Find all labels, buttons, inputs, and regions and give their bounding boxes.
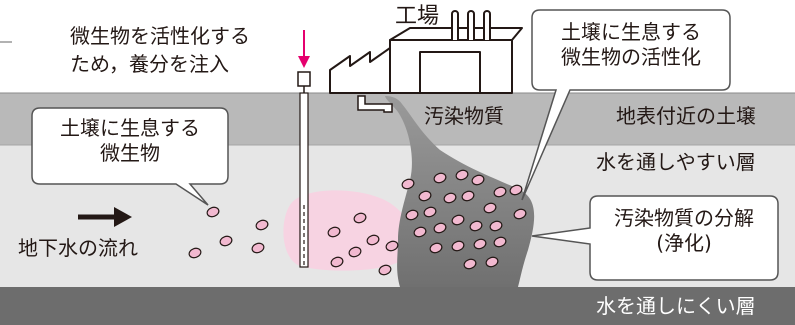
activated-zone	[283, 190, 412, 271]
callout-decomposition-text: 汚染物質の分解 (浄化)	[614, 206, 754, 255]
callout-soil-microbes-text: 土壌に生息する 微生物	[60, 116, 200, 165]
flow-arrow	[78, 207, 132, 227]
callout-soil-microbes-shape	[31, 107, 229, 206]
factory-label: 工場	[395, 4, 440, 29]
contaminant-label: 汚染物質	[424, 104, 504, 128]
discharge-pipe	[357, 95, 393, 113]
injection-label-line1: 微生物を活性化する	[70, 24, 250, 48]
permeable-layer-label: 水を通しやすい層	[596, 150, 756, 174]
injection-label-line2: ため，養分を注入	[70, 52, 229, 76]
callout-activated-shape	[521, 9, 731, 201]
surface-soil-label: 地表付近の土壌	[616, 104, 756, 128]
impermeable-layer	[0, 287, 795, 325]
injection-well	[297, 71, 311, 268]
injection-arrow	[298, 30, 310, 68]
microbes	[188, 169, 527, 276]
factory-icon	[329, 10, 523, 94]
groundwater-flow-label: 地下水の流れ	[18, 236, 138, 260]
callout-decomposition-shape	[531, 195, 779, 281]
callout-activated-text: 土壌に生息する 微生物の活性化	[561, 20, 701, 69]
impermeable-layer-label: 水を通しにくい層	[596, 294, 756, 318]
